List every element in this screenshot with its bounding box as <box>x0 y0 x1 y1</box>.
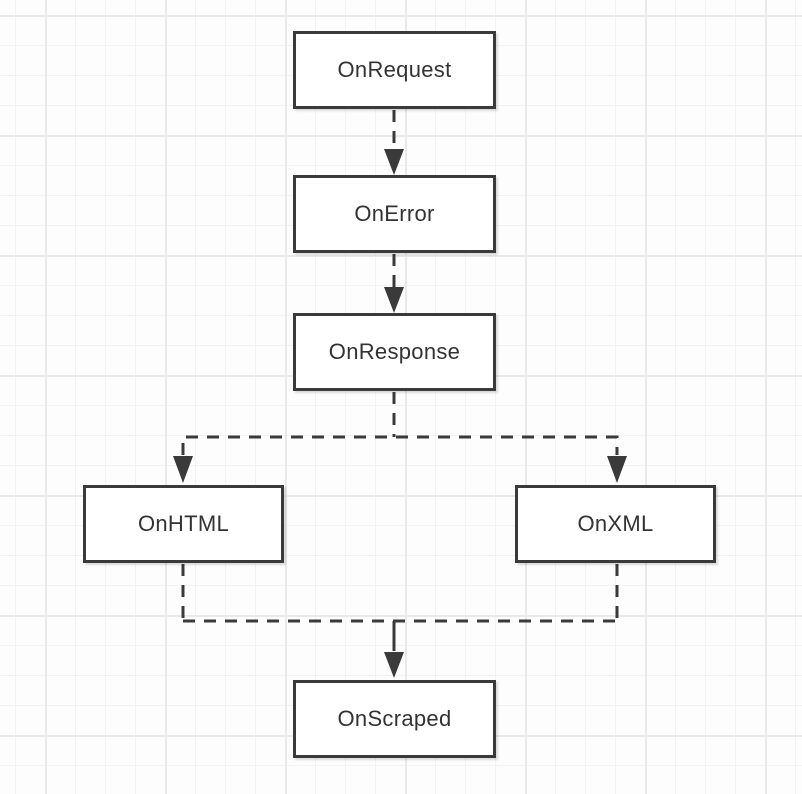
node-onxml-label: OnXML <box>577 511 654 536</box>
node-onxml[interactable]: OnXML <box>515 485 716 563</box>
arrowhead-icon <box>173 456 193 483</box>
node-onscraped[interactable]: OnScraped <box>293 680 496 758</box>
node-onresponse-label: OnResponse <box>328 339 461 364</box>
arrowhead-icon <box>384 652 404 678</box>
arrowhead-icon <box>384 287 404 313</box>
node-onerror[interactable]: OnError <box>293 175 496 253</box>
node-onhtml[interactable]: OnHTML <box>83 485 284 563</box>
node-onresponse[interactable]: OnResponse <box>293 313 496 391</box>
edge-onresponse-branch <box>181 435 619 455</box>
arrowhead-icon <box>607 456 627 483</box>
node-onhtml-label: OnHTML <box>137 511 230 536</box>
arrowhead-icon <box>384 149 404 175</box>
node-onrequest[interactable]: OnRequest <box>293 31 496 109</box>
node-onscraped-label: OnScraped <box>337 706 452 731</box>
node-onerror-label: OnError <box>354 201 435 226</box>
node-onrequest-label: OnRequest <box>337 57 452 82</box>
